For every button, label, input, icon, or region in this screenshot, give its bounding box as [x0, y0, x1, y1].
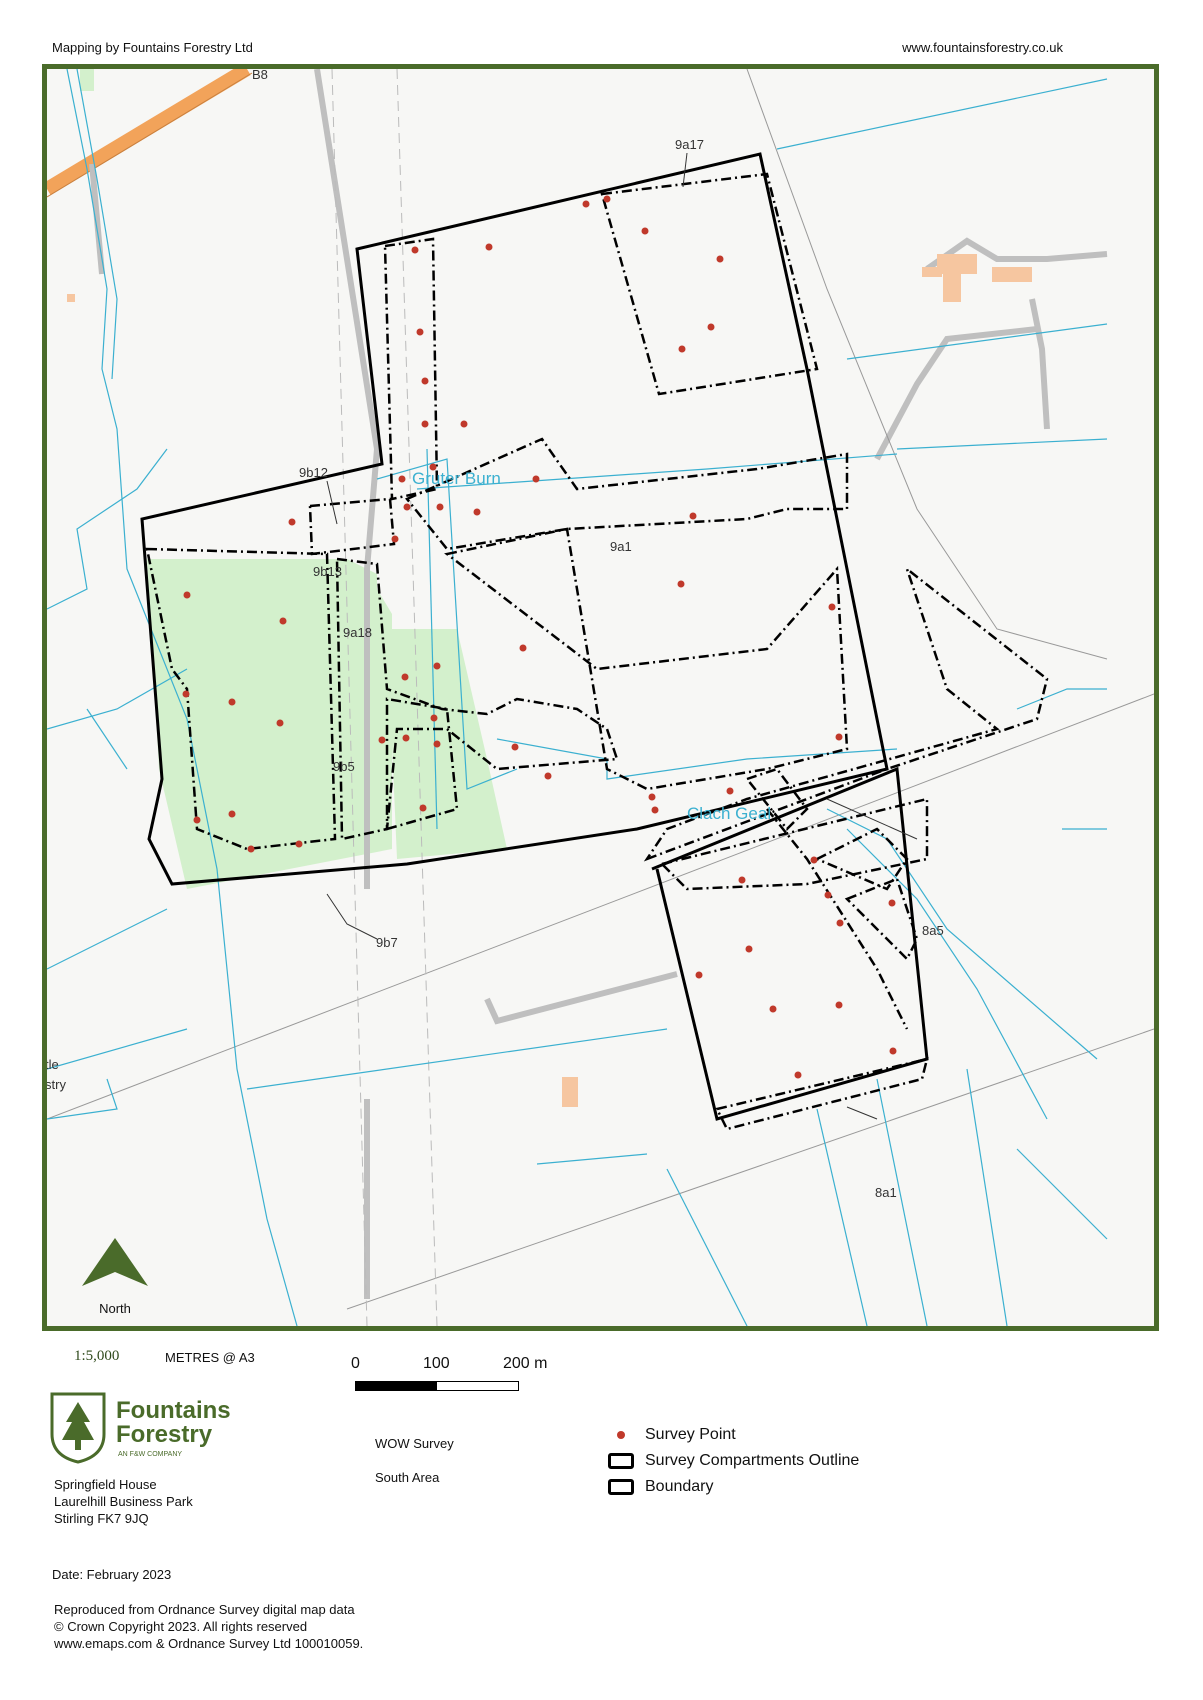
- minor-roads: [89, 69, 1108, 1299]
- website-link[interactable]: www.fountainsforestry.co.uk: [902, 40, 1063, 55]
- water-courses: [47, 69, 1108, 1326]
- map-frame[interactable]: B8 9a17 9b12 9b13 9a18 9a1 9b5 9b7 8a5 8…: [42, 64, 1159, 1331]
- legend-label: Survey Compartments Outline: [645, 1452, 860, 1469]
- scale-tick: 200 m: [503, 1355, 548, 1372]
- road-label: B8: [252, 69, 268, 82]
- survey-title: WOW Survey: [375, 1436, 454, 1451]
- track-lines: [47, 69, 1154, 1310]
- map-legend: Survey Point Survey Compartments Outline…: [607, 1422, 859, 1500]
- scale-units: METRES @ A3: [165, 1350, 255, 1365]
- compartment-label: 9b5: [333, 759, 355, 774]
- survey-point-icon: [617, 1431, 625, 1439]
- survey-points: [182, 195, 897, 1079]
- copyright-notice: Reproduced from Ordnance Survey digital …: [54, 1602, 364, 1651]
- place-label-partial: tle: [47, 1057, 59, 1072]
- major-road: [47, 69, 251, 196]
- legend-item: Survey Compartments Outline: [607, 1448, 859, 1474]
- compartment-label: 9b7: [376, 935, 398, 950]
- woodland-area: [387, 629, 507, 859]
- compartment-label: 8a5: [922, 923, 944, 938]
- scale-ratio: 1:5,000: [74, 1348, 120, 1364]
- woodland-area: [147, 559, 392, 889]
- legend-item: Survey Point: [607, 1422, 859, 1448]
- north-arrow-icon: [82, 1238, 148, 1286]
- logo-text: Forestry: [116, 1421, 213, 1448]
- compartment-outline-icon: [608, 1453, 634, 1469]
- place-label-partial: stry: [47, 1077, 66, 1092]
- address-line: Laurelhill Business Park: [54, 1494, 193, 1509]
- water-label: Clach Geal: [687, 804, 771, 823]
- compartment-label: 9b13: [313, 564, 342, 579]
- label-leaders: [326, 152, 918, 1120]
- legend-item: Boundary: [607, 1474, 859, 1500]
- address-block: Springfield House Laurelhill Business Pa…: [54, 1476, 193, 1527]
- address-line: Stirling FK7 9JQ: [54, 1511, 149, 1526]
- water-label: Gruter Burn: [412, 469, 501, 488]
- north-label: North: [99, 1301, 131, 1316]
- boundary-icon: [608, 1479, 634, 1495]
- survey-compartments-outline: [145, 172, 1049, 1131]
- compartment-label: 9a18: [343, 625, 372, 640]
- legend-label: Survey Point: [645, 1426, 736, 1443]
- logo-tagline: AN F&W COMPANY: [118, 1451, 182, 1458]
- buildings: [67, 254, 1032, 1107]
- map-date: Date: February 2023: [52, 1567, 172, 1582]
- scale-tick: 100: [423, 1355, 450, 1372]
- woodland-patch: [80, 69, 94, 91]
- major-road-edge: [47, 72, 253, 198]
- legend-label: Boundary: [645, 1478, 714, 1495]
- compartment-label: 8a1: [875, 1185, 897, 1200]
- survey-area: South Area: [375, 1470, 440, 1485]
- scale-bar-outline: [355, 1381, 519, 1391]
- address-line: Springfield House: [54, 1477, 157, 1492]
- power-lines: [331, 69, 438, 1326]
- map-canvas[interactable]: B8 9a17 9b12 9b13 9a18 9a1 9b5 9b7 8a5 8…: [47, 69, 1154, 1326]
- compartment-label: 9b12: [299, 465, 328, 480]
- compartment-label: 9a17: [675, 137, 704, 152]
- compartment-label: 9a1: [610, 539, 632, 554]
- north-arrow: North: [75, 1238, 155, 1316]
- map-credit: Mapping by Fountains Forestry Ltd: [52, 40, 253, 55]
- logo-text: Fountains: [116, 1397, 231, 1424]
- scale-bar: 0 100 200 m: [351, 1355, 555, 1395]
- logo-shield-icon: Fountains Forestry AN F&W COMPANY: [50, 1392, 231, 1464]
- scale-tick: 0: [351, 1355, 360, 1372]
- company-logo: Fountains Forestry AN F&W COMPANY: [48, 1390, 258, 1490]
- scale-bar-fill: [356, 1382, 437, 1390]
